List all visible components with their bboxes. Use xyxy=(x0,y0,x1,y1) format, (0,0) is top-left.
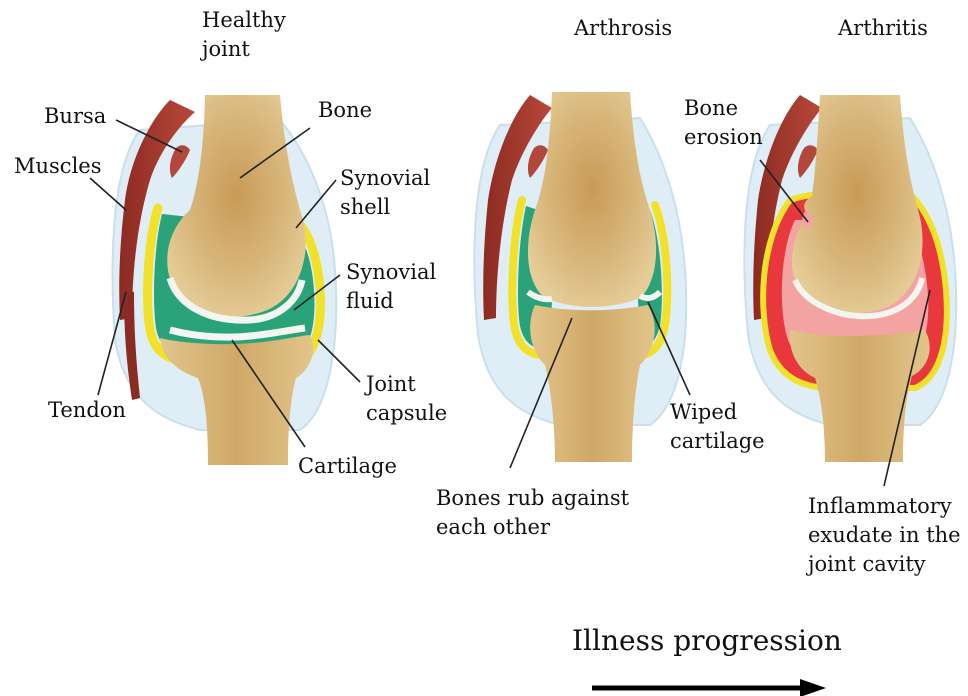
healthy-joint-illustration xyxy=(113,95,337,465)
title-arthrosis: Arthrosis xyxy=(574,14,672,43)
title-arthritis: Arthritis xyxy=(838,14,928,43)
progression-arrow xyxy=(592,679,826,696)
label-tendon: Tendon xyxy=(48,396,126,425)
arthritis-joint-illustration xyxy=(744,95,956,462)
label-bursa: Bursa xyxy=(44,102,106,131)
illness-progression-label: Illness progression xyxy=(572,624,842,658)
label-bone: Bone xyxy=(318,96,372,125)
label-muscles: Muscles xyxy=(14,152,102,181)
arthrosis-joint-illustration xyxy=(474,92,686,462)
lower-bone xyxy=(530,305,654,462)
label-cartilage: Cartilage xyxy=(298,452,397,481)
